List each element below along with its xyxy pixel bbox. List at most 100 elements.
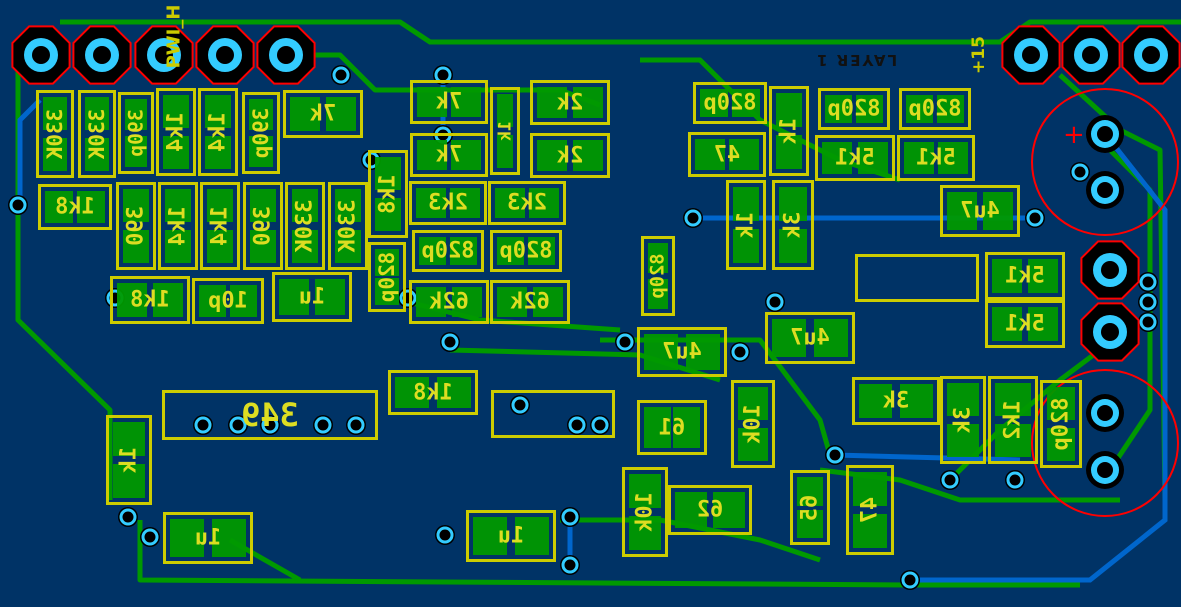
component-820p[interactable]: 820p (818, 88, 890, 130)
component-390[interactable]: 390 (116, 182, 156, 270)
component-1k[interactable]: 1k (106, 415, 152, 505)
component-2k[interactable]: 2k (530, 80, 610, 125)
component-5k1[interactable]: 5k1 (815, 135, 895, 181)
component-1k[interactable]: 1k (769, 86, 809, 176)
component-value: 2k (556, 90, 584, 115)
component-330k[interactable]: 330K (285, 182, 325, 270)
component-65[interactable]: 65 (790, 470, 830, 545)
component-820p[interactable]: 820p (641, 236, 675, 316)
component-47[interactable]: 47 (688, 132, 766, 177)
component-390p[interactable]: 390p (242, 92, 280, 174)
component-62k[interactable]: 62k (409, 280, 489, 324)
component-2k3[interactable]: 2k3 (488, 181, 566, 225)
component-61[interactable]: 61 (637, 400, 707, 455)
smd-pad (451, 287, 482, 317)
component-1k8[interactable]: 1k8 (368, 150, 408, 238)
component-1k[interactable]: 1k (726, 180, 766, 270)
component-1k2[interactable]: 1k2 (988, 376, 1038, 464)
smd-pad (904, 142, 934, 174)
component-3k[interactable]: 3k (772, 180, 814, 270)
component-1k4[interactable]: 1k4 (200, 182, 240, 270)
component-1k4[interactable]: 1k4 (198, 88, 238, 176)
component-value: 820p (908, 96, 962, 122)
smd-pad (738, 427, 768, 461)
smd-pad (729, 139, 759, 170)
ic-outline[interactable] (491, 390, 615, 438)
component-3k[interactable]: 3k (852, 377, 940, 425)
via (260, 415, 280, 435)
component-7k[interactable]: 7k (410, 133, 488, 177)
component-4u7[interactable]: 4u7 (637, 327, 727, 377)
component-1k4[interactable]: 1k4 (158, 182, 198, 270)
component-10p[interactable]: 10p (192, 278, 264, 324)
component-1k8[interactable]: 1k8 (38, 184, 112, 230)
component-62[interactable]: 62 (668, 485, 752, 535)
component-1k4[interactable]: 1k4 (156, 88, 196, 176)
header-pin[interactable] (134, 25, 194, 85)
component-4u7[interactable]: 4u7 (765, 312, 855, 364)
component-47[interactable]: 47 (846, 465, 894, 555)
header-pin[interactable] (1080, 240, 1140, 300)
component-10k[interactable]: 10k (731, 380, 775, 468)
smd-pad (1027, 259, 1058, 293)
component-value: 1k8 (375, 174, 401, 214)
component-2k[interactable]: 2k (530, 133, 610, 178)
ic-outline-349[interactable]: 349 (162, 390, 378, 440)
header-pin[interactable] (11, 25, 71, 85)
component-1u[interactable]: 1u (163, 512, 253, 564)
smd-pad (644, 407, 671, 448)
component-1u[interactable]: 1u (466, 510, 556, 562)
component-5k1[interactable]: 5k1 (985, 300, 1065, 348)
component-820p[interactable]: 820p (1040, 380, 1082, 468)
header-pin[interactable] (72, 25, 132, 85)
smd-pad (1027, 307, 1058, 341)
component-value: 47 (713, 142, 741, 167)
component-820p[interactable]: 820p (899, 88, 971, 130)
component-820p[interactable]: 820p (693, 82, 767, 124)
smd-pad (855, 95, 883, 123)
component-value: 7k (309, 101, 337, 127)
component-820p[interactable]: 820p (368, 242, 406, 312)
component-7k[interactable]: 7k (410, 80, 488, 124)
component-1u[interactable]: 1u (272, 272, 352, 322)
component-62k[interactable]: 62k (490, 280, 570, 324)
component-1k8[interactable]: 1k8 (110, 276, 190, 324)
header-pin[interactable] (1061, 25, 1121, 85)
smd-pad (325, 97, 356, 131)
component-330k[interactable]: 330K (36, 90, 74, 178)
component-value: 390p (249, 107, 273, 159)
component-2k3[interactable]: 2k3 (409, 181, 487, 225)
component-820p[interactable]: 820p (490, 230, 562, 272)
component-value: 2k (556, 143, 584, 168)
component-3k[interactable]: 3k (940, 376, 986, 464)
header-pin[interactable] (1001, 25, 1061, 85)
component-1k8[interactable]: 1k8 (388, 370, 478, 415)
ic-outline[interactable] (855, 254, 979, 302)
header-pin[interactable] (1080, 302, 1140, 362)
component-390p[interactable]: 390p (118, 92, 154, 174)
component-value: 330K (292, 199, 318, 253)
component-330k[interactable]: 330K (328, 182, 368, 270)
smd-pad (451, 87, 481, 117)
smd-pad (995, 383, 1031, 417)
header-pin[interactable] (256, 25, 316, 85)
component-5k1[interactable]: 5k1 (897, 135, 975, 181)
smd-pad (165, 189, 191, 223)
smd-pad (395, 377, 430, 408)
header-pin[interactable] (1121, 25, 1181, 85)
component-820p[interactable]: 820p (412, 230, 484, 272)
component-value: 390 (123, 206, 149, 246)
smd-pad (292, 229, 318, 263)
component-value: 1k (495, 121, 515, 141)
component-10k[interactable]: 10k (622, 467, 668, 557)
component-5k1[interactable]: 5k1 (985, 252, 1065, 300)
header-pin[interactable] (195, 25, 255, 85)
component-390[interactable]: 390 (243, 182, 283, 270)
smd-pad (497, 94, 513, 128)
component-value: 820p (827, 96, 881, 122)
component-4u7[interactable]: 4u7 (940, 185, 1020, 237)
component-7k[interactable]: 7k (283, 90, 363, 138)
component-330k[interactable]: 330K (78, 90, 116, 178)
component-1k[interactable]: 1k (490, 87, 520, 175)
smd-pad (76, 191, 105, 223)
